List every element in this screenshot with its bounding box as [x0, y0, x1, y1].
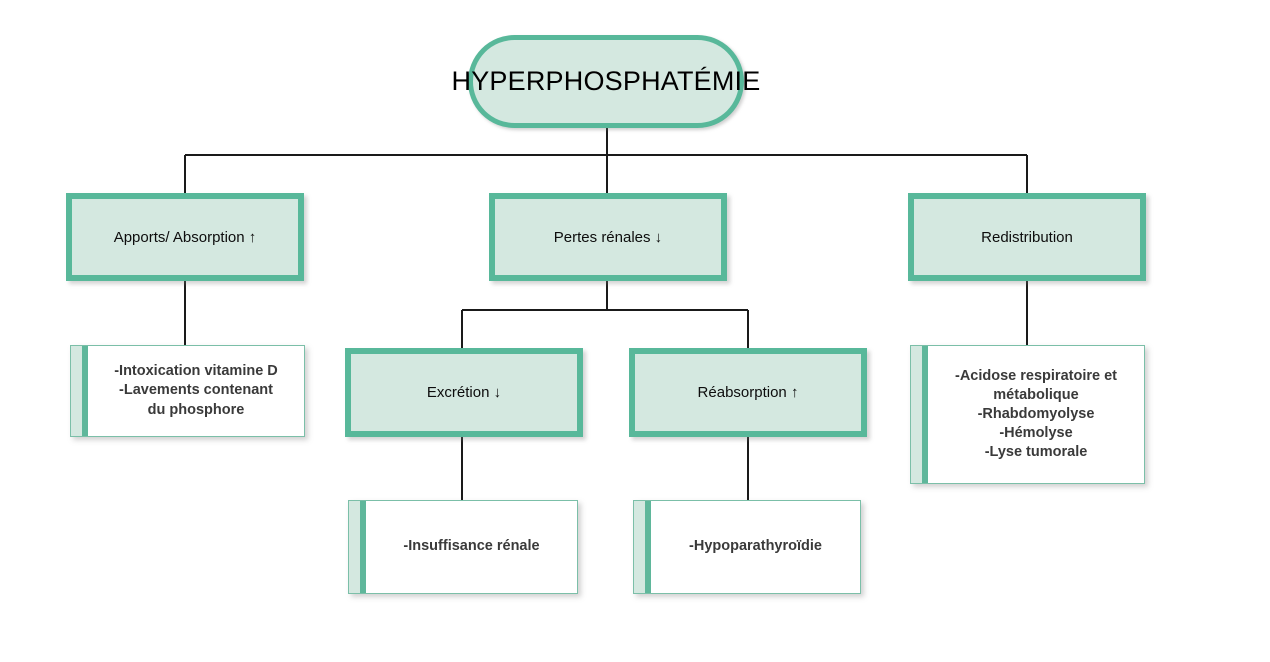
leaf-line: -Lavements contenant: [119, 382, 273, 399]
accent-bar-solid: [82, 346, 88, 436]
leaf-node-apports-causes: -Intoxication vitamine D -Lavements cont…: [70, 345, 305, 437]
leaf-line: -Hémolyse: [999, 425, 1073, 442]
leaf-node-excretion-causes-label: -Insuffisance rénale: [403, 537, 539, 556]
accent-bar-pale: [349, 501, 360, 593]
root-node-label: HYPERPHOSPHATÉMIE: [451, 66, 761, 96]
leaf-line: -Acidose respiratoire et: [955, 367, 1117, 384]
branch-node-apports: Apports/ Absorption ↑: [66, 193, 304, 281]
leaf-node-excretion-causes: -Insuffisance rénale: [348, 500, 578, 594]
root-node-hyperphosphatemie: HYPERPHOSPHATÉMIE: [452, 35, 760, 128]
leaf-line: du phosphore: [147, 401, 245, 418]
leaf-body: -Insuffisance rénale: [366, 501, 577, 593]
branch-node-reabsorption-label: Réabsorption ↑: [697, 384, 799, 401]
leaf-body: -Hypoparathyroïdie: [651, 501, 860, 593]
leaf-line: métabolique: [993, 386, 1079, 403]
leaf-body: -Intoxication vitamine D -Lavements cont…: [88, 346, 304, 436]
branch-node-excretion-label: Excrétion ↓: [426, 384, 502, 401]
leaf-node-apports-causes-label: -Intoxication vitamine D -Lavements cont…: [114, 362, 278, 419]
accent-bar-solid: [645, 501, 651, 593]
leaf-line: -Rhabdomyolyse: [977, 405, 1095, 422]
branch-node-apports-label: Apports/ Absorption ↑: [113, 228, 257, 246]
accent-bar-pale: [71, 346, 82, 436]
branch-node-redistribution-label: Redistribution: [981, 228, 1073, 246]
branch-node-excretion: Excrétion ↓: [345, 348, 583, 437]
branch-node-pertes-renales: Pertes rénales ↓: [489, 193, 727, 281]
accent-bar-pale: [634, 501, 645, 593]
branch-node-redistribution: Redistribution: [908, 193, 1146, 281]
leaf-node-reabsorption-causes: -Hypoparathyroïdie: [633, 500, 861, 594]
leaf-node-redistribution-causes-label: -Acidose respiratoire et métabolique -Rh…: [955, 367, 1117, 463]
branch-node-pertes-renales-label: Pertes rénales ↓: [553, 228, 663, 246]
leaf-line: -Lyse tumorale: [984, 444, 1088, 461]
accent-bar-solid: [922, 346, 928, 483]
leaf-node-redistribution-causes: -Acidose respiratoire et métabolique -Rh…: [910, 345, 1145, 484]
leaf-line: -Intoxication vitamine D: [114, 363, 278, 380]
leaf-node-reabsorption-causes-label: -Hypoparathyroïdie: [689, 537, 822, 556]
branch-node-reabsorption: Réabsorption ↑: [629, 348, 867, 437]
leaf-line: -Insuffisance rénale: [403, 538, 540, 555]
accent-bar-pale: [911, 346, 922, 483]
accent-bar-solid: [360, 501, 366, 593]
leaf-line: -Hypoparathyroïdie: [689, 538, 822, 555]
leaf-body: -Acidose respiratoire et métabolique -Rh…: [928, 346, 1144, 483]
